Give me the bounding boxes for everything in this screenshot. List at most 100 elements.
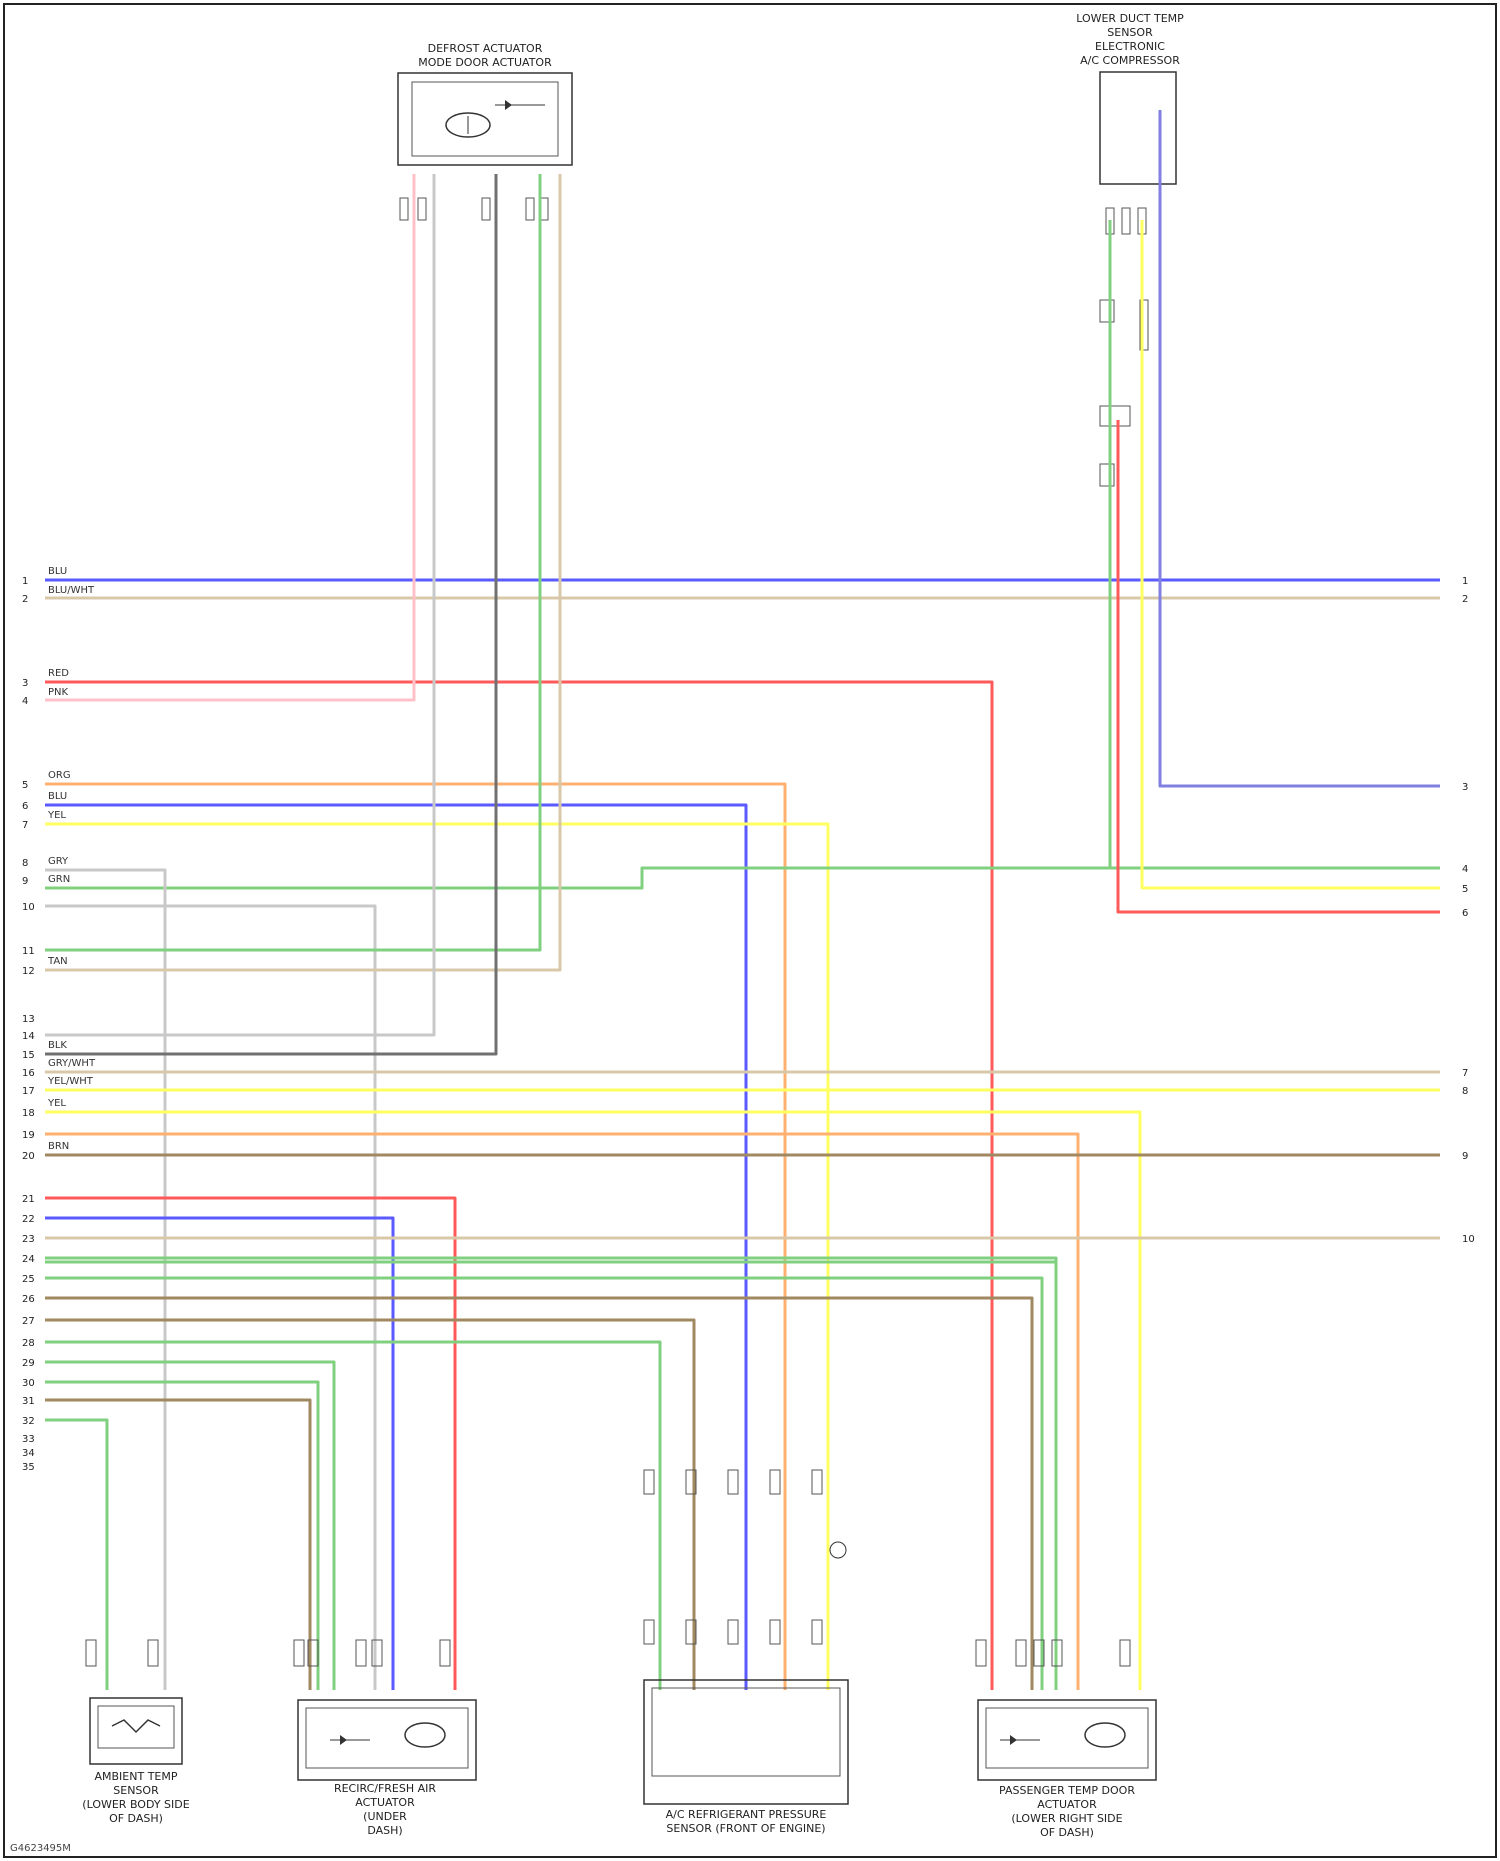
left-pin-10: 10	[22, 902, 35, 913]
tag-pnk: PNK	[48, 687, 69, 698]
tag-tan: TAN	[47, 956, 68, 967]
top-motor-actuator: DEFROST ACTUATOR MODE DOOR ACTUATOR	[398, 42, 572, 220]
left-pin-11: 11	[22, 946, 35, 957]
top-right-label-1: LOWER DUCT TEMP	[1076, 12, 1184, 25]
left-pin-9: 9	[22, 876, 28, 887]
right-pin-10: 10	[1462, 1234, 1475, 1245]
right-pin-5: 5	[1462, 884, 1468, 895]
left-pin-22: 22	[22, 1214, 35, 1225]
wire-violet-tr	[1160, 110, 1440, 786]
left-pin-2: 2	[22, 594, 28, 605]
ambient-label-3: (LOWER BODY SIDE	[82, 1798, 189, 1811]
left-pin-16: 16	[22, 1068, 35, 1079]
wire-green-8	[45, 868, 1440, 888]
ambient-label-1: AMBIENT TEMP	[95, 1770, 178, 1783]
arrow-icon	[1010, 1735, 1017, 1745]
right-pin-3: 3	[1462, 782, 1468, 793]
passenger-label-3: (LOWER RIGHT SIDE	[1011, 1812, 1122, 1825]
wire-green-25	[45, 1278, 1042, 1690]
footer-code: G4623495M	[10, 1843, 71, 1854]
passenger-label-2: ACTUATOR	[1037, 1798, 1097, 1811]
left-pin-19: 19	[22, 1130, 35, 1141]
left-pin-26: 26	[22, 1294, 35, 1305]
arrow-icon	[505, 100, 512, 110]
left-pin-27: 27	[22, 1316, 35, 1327]
wire-green-32	[45, 1420, 107, 1690]
wire-green-28	[45, 1342, 660, 1690]
wire-green-11	[45, 174, 540, 950]
passenger-label-4: OF DASH)	[1040, 1826, 1094, 1839]
left-pin-14: 14	[22, 1031, 35, 1042]
right-pin-6: 6	[1462, 908, 1468, 919]
right-pin-9: 9	[1462, 1151, 1468, 1162]
right-pin-1: 1	[1462, 576, 1468, 587]
tag-blu-2: BLU	[48, 791, 67, 802]
right-pin-column: 12345678910	[1462, 576, 1475, 1245]
ambient-label-2: SENSOR	[113, 1784, 159, 1797]
tag-org: ORG	[48, 770, 71, 781]
left-pin-18: 18	[22, 1108, 35, 1119]
top-right-label-3: ELECTRONIC	[1095, 40, 1165, 53]
wire-blue-6	[45, 805, 746, 1690]
left-pin-6: 6	[22, 801, 28, 812]
top-motor-label-2: MODE DOOR ACTUATOR	[418, 56, 552, 69]
tag-yel-2: YEL	[47, 1098, 66, 1109]
wire-tags: BLU BLU/WHT RED PNK ORG BLU YEL GRN GRY …	[47, 566, 96, 1152]
left-pin-15: 15	[22, 1050, 35, 1061]
recirc-label-1: RECIRC/FRESH AIR	[334, 1782, 436, 1795]
recirc-label-2: ACTUATOR	[355, 1796, 415, 1809]
tag-blu: BLU	[48, 566, 67, 577]
recirc-fresh-air-actuator: RECIRC/FRESH AIR ACTUATOR (UNDER DASH)	[294, 1640, 476, 1837]
motor-icon	[405, 1723, 445, 1747]
left-pin-7: 7	[22, 820, 28, 831]
tag-gry-wht: GRY/WHT	[48, 1058, 96, 1069]
ambient-temp-sensor: AMBIENT TEMP SENSOR (LOWER BODY SIDE OF …	[82, 1640, 189, 1825]
left-pin-8: 8	[22, 858, 28, 869]
right-pin-8: 8	[1462, 1086, 1468, 1097]
wire-brown-26	[45, 1298, 1032, 1690]
wire-gray-9	[45, 870, 165, 1690]
wire-tan-27	[45, 1320, 694, 1690]
top-motor-label-1: DEFROST ACTUATOR	[428, 42, 543, 55]
tag-blk: BLK	[48, 1040, 67, 1051]
passenger-temp-door-actuator: PASSENGER TEMP DOOR ACTUATOR (LOWER RIGH…	[976, 1640, 1156, 1839]
wire-pink-4	[45, 174, 414, 700]
tag-grn: GRN	[48, 874, 70, 885]
left-pin-12: 12	[22, 966, 35, 977]
ambient-label-4: OF DASH)	[109, 1812, 163, 1825]
left-pin-24: 24	[22, 1254, 35, 1265]
tag-yel-wht: YEL/WHT	[47, 1076, 94, 1087]
wire-green-23	[45, 1258, 1056, 1690]
wires	[45, 110, 1440, 1690]
wire-tan-12	[45, 174, 560, 970]
left-pin-4: 4	[22, 696, 28, 707]
left-pin-17: 17	[22, 1086, 35, 1097]
wire-blue-21	[45, 1218, 393, 1690]
top-right-label-2: SENSOR	[1107, 26, 1153, 39]
tag-blu-wht: BLU/WHT	[48, 585, 95, 596]
left-pin-column: 1234567891011121314151617181920212223242…	[22, 576, 35, 1473]
left-pin-1: 1	[22, 576, 28, 587]
left-pin-20: 20	[22, 1151, 35, 1162]
top-right-module: LOWER DUCT TEMP SENSOR ELECTRONIC A/C CO…	[1076, 12, 1184, 486]
thermistor-icon	[112, 1720, 160, 1732]
splice-icon	[830, 1542, 846, 1558]
refrigerant-label-2: SENSOR (FRONT OF ENGINE)	[666, 1822, 825, 1835]
left-pin-35: 35	[22, 1462, 35, 1473]
left-pin-32: 32	[22, 1416, 35, 1427]
top-motor-inner	[412, 82, 558, 156]
motor-icon	[1085, 1723, 1125, 1747]
left-pin-13: 13	[22, 1014, 35, 1025]
top-right-label-4: A/C COMPRESSOR	[1080, 54, 1180, 67]
top-motor-housing	[398, 73, 572, 165]
right-pin-4: 4	[1462, 864, 1468, 875]
left-pin-34: 34	[22, 1448, 35, 1459]
wire-brown-31	[45, 1400, 310, 1690]
wire-green-29	[45, 1362, 334, 1690]
left-pin-25: 25	[22, 1274, 35, 1285]
left-pin-29: 29	[22, 1358, 35, 1369]
left-pin-28: 28	[22, 1338, 35, 1349]
wire-red-tr	[1118, 420, 1440, 912]
left-pin-5: 5	[22, 780, 28, 791]
left-pin-31: 31	[22, 1396, 35, 1407]
